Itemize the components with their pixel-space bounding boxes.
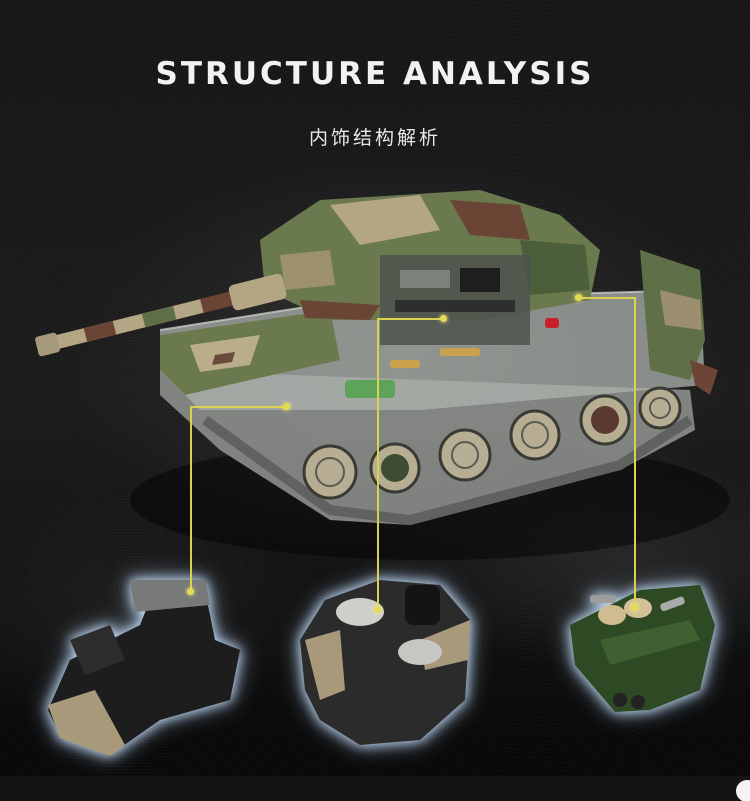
page-title: STRUCTURE ANALYSIS [155, 56, 595, 92]
callout-line-engine [578, 297, 635, 299]
callout-dot-turret-top [440, 315, 447, 322]
turret-base-module [300, 580, 470, 745]
callout-line-driver [190, 406, 287, 408]
callout-line-turret [377, 318, 444, 320]
footer-band [0, 776, 750, 801]
corner-marker [736, 780, 750, 801]
callout-dot-driver-bottom [187, 588, 194, 595]
callout-dot-engine-top [575, 294, 582, 301]
callout-line-driver-v [190, 406, 192, 590]
engine-bay-module [570, 585, 715, 712]
driver-compartment-module [48, 580, 240, 756]
callout-dot-engine-bottom [631, 604, 638, 611]
page-subtitle: 内饰结构解析 [308, 127, 441, 149]
callout-line-engine-v [634, 297, 636, 607]
callout-dot-driver-top [283, 403, 290, 410]
callout-dot-turret-bottom [374, 606, 381, 613]
callout-line-turret-v [377, 318, 379, 608]
